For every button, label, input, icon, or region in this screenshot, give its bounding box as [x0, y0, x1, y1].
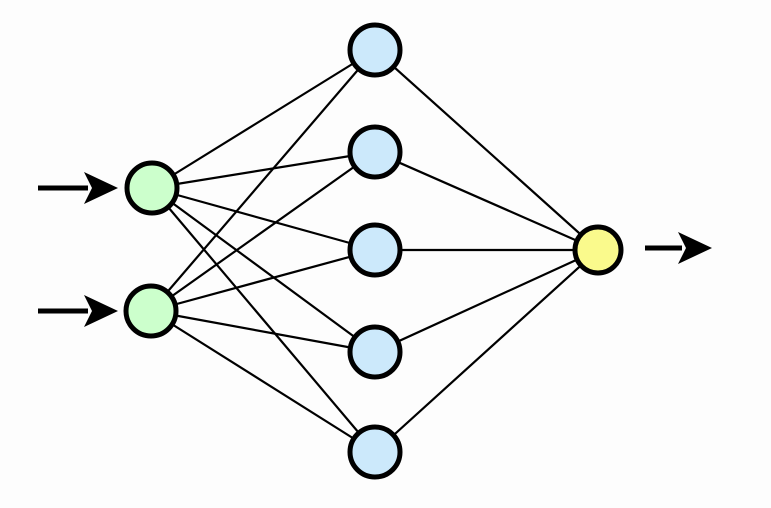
node-hid-5[interactable] [347, 424, 403, 480]
output-arrow-1-head [678, 232, 712, 264]
edge-hid-1-to-out-1 [373, 48, 600, 252]
input-arrow-2-icon [38, 295, 118, 327]
edge-in-1-to-hid-2 [150, 150, 377, 190]
edge-hid-2-to-out-1 [373, 150, 600, 252]
edge-in-2-to-hid-2 [149, 150, 377, 313]
edge-in-2-to-hid-1 [149, 48, 377, 313]
edge-in-1-to-hid-1 [150, 48, 377, 190]
node-hid-1[interactable] [347, 22, 403, 78]
node-hid-3[interactable] [347, 222, 403, 278]
edge-in-1-to-hid-5 [150, 186, 377, 454]
edge-in-2-to-hid-4 [149, 309, 377, 354]
edge-in-1-to-hid-3 [150, 186, 377, 252]
nodes-group [123, 22, 624, 480]
io-arrows-group [38, 172, 712, 327]
input-arrow-2-head [84, 295, 118, 327]
edges-group [149, 48, 600, 454]
output-arrow-1-icon [645, 232, 712, 264]
node-hid-2[interactable] [347, 124, 403, 180]
node-in-2[interactable] [123, 283, 179, 339]
node-in-1[interactable] [124, 160, 180, 216]
input-arrow-1-head [84, 172, 118, 204]
node-hid-4[interactable] [347, 324, 403, 380]
edge-in-1-to-hid-4 [150, 186, 377, 354]
edge-in-2-to-hid-3 [149, 248, 377, 313]
node-out-1[interactable] [572, 224, 624, 276]
edge-hid-5-to-out-1 [373, 248, 600, 454]
input-arrow-1-icon [38, 172, 118, 204]
edge-in-2-to-hid-5 [149, 309, 377, 454]
edge-hid-4-to-out-1 [373, 248, 600, 354]
